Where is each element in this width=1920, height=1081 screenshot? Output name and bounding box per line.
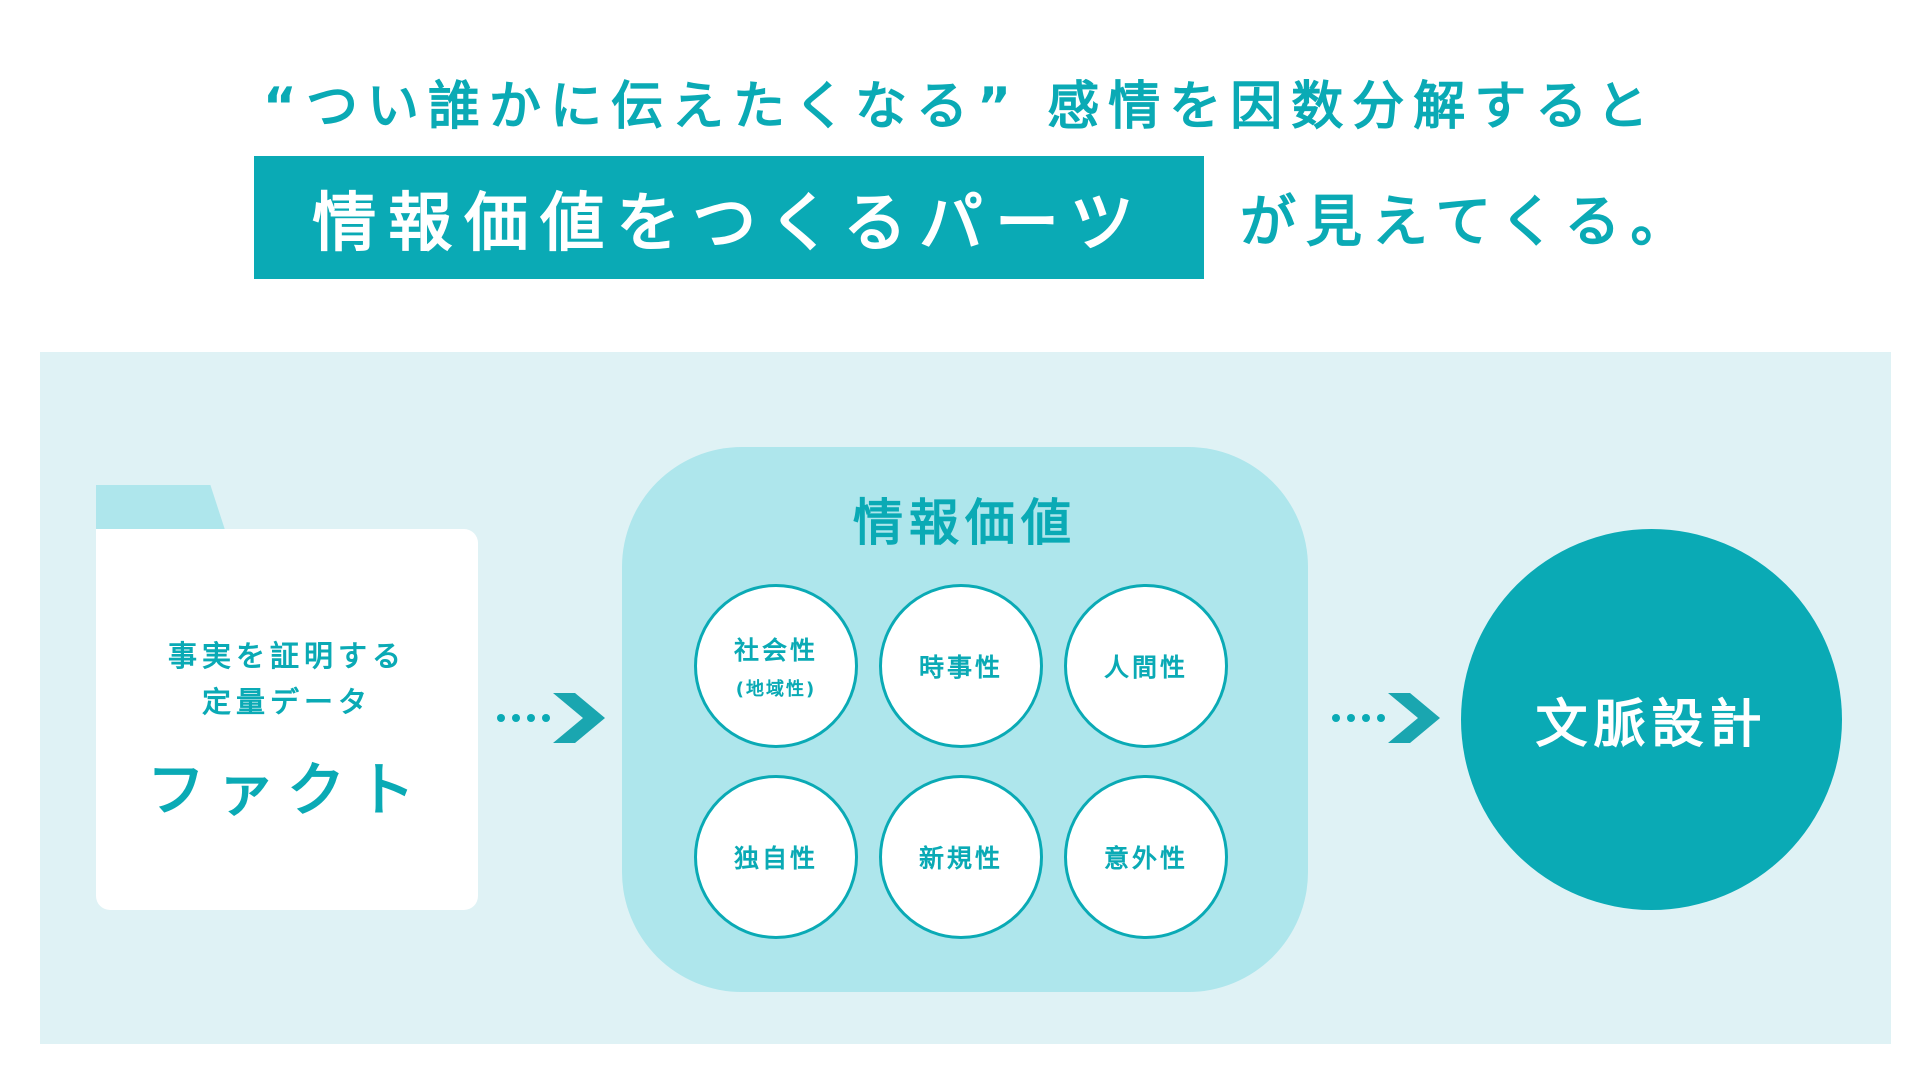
- fact-subtitle: 事実を証明する 定量データ: [96, 633, 478, 725]
- bubble-uniqueness: 独自性: [694, 775, 858, 939]
- fact-folder: 事実を証明する 定量データ ファクト: [96, 529, 478, 910]
- bubble-label: 独自性: [733, 844, 818, 873]
- bubble-timeliness: 時事性: [879, 584, 1043, 748]
- bubble-unexpectedness: 意外性: [1064, 775, 1228, 939]
- headline-line2: 情報価値をつくるパーツ が見えてくる。: [254, 156, 1696, 279]
- bubble-novelty: 新規性: [879, 775, 1043, 939]
- bubble-label: 意外性: [1103, 844, 1188, 873]
- info-value-block: 情報価値 社会性 (地域性) 時事性 人間性 独自性 新規性 意外性: [622, 447, 1308, 992]
- fact-subtitle-line1: 事実を証明する: [167, 639, 406, 673]
- bubble-social: 社会性 (地域性): [694, 584, 858, 748]
- folder-tab: [96, 485, 226, 533]
- bubble-sublabel: (地域性): [735, 679, 817, 700]
- context-design-circle: 文脈設計: [1461, 529, 1842, 910]
- bubble-label: 新規性: [918, 844, 1003, 873]
- context-design-label: 文脈設計: [1535, 695, 1768, 755]
- bubble-label: 人間性: [1103, 653, 1188, 682]
- fact-title: ファクト: [146, 756, 427, 824]
- bubble-label: 社会性: [733, 636, 818, 665]
- fact-subtitle-line2: 定量データ: [201, 685, 372, 719]
- bubble-label: 時事性: [918, 653, 1003, 682]
- highlight-box: 情報価値をつくるパーツ: [254, 156, 1204, 279]
- headline-line2-rest: が見えてくる。: [1240, 190, 1697, 255]
- info-value-title: 情報価値: [853, 494, 1077, 552]
- arrow-right-icon: [497, 693, 605, 743]
- headline-line1: “つい誰かに伝えたくなる” 感情を因数分解すると: [262, 77, 1658, 137]
- bubble-human-interest: 人間性: [1064, 584, 1228, 748]
- arrow-right-icon: [1332, 693, 1440, 743]
